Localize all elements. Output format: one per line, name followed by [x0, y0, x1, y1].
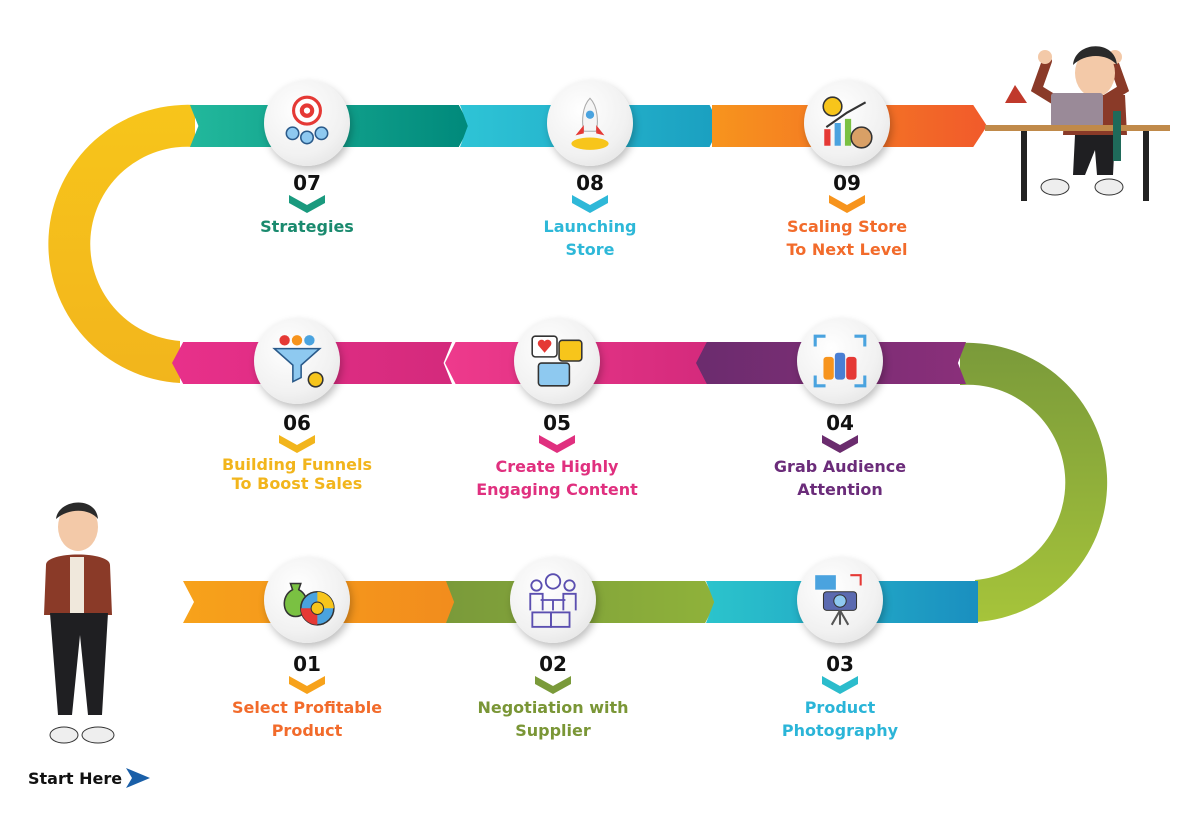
chevron-down-icon	[572, 195, 608, 213]
left-yellow-arc	[48, 104, 195, 383]
step-label-line1: Strategies	[260, 217, 354, 236]
chevron-down-icon	[539, 435, 575, 453]
step-label-line2: Engaging Content	[476, 480, 638, 499]
step-label-line1: Create Highly	[495, 457, 619, 476]
step-label-line2: Attention	[797, 480, 883, 499]
step-label-line2: To Boost Sales	[231, 474, 363, 493]
chevron-down-icon	[822, 676, 858, 694]
negotiation-table-icon	[510, 557, 596, 643]
chevron-down-icon	[822, 435, 858, 453]
camera-icon	[797, 557, 883, 643]
step-09: 09 Scaling Store To Next Level	[747, 171, 947, 261]
step-number: 08	[576, 171, 604, 195]
funnel-icon	[254, 318, 340, 404]
chevron-down-icon	[289, 195, 325, 213]
social-content-icon	[514, 318, 600, 404]
step-label-line1: Building Funnels	[221, 455, 373, 474]
money-bag-chart-icon	[264, 557, 350, 643]
thinking-character-illustration	[44, 502, 115, 744]
step-label-line2: Product	[271, 721, 343, 740]
step-label-line2: Store	[565, 240, 615, 259]
chevron-down-icon	[289, 676, 325, 694]
step-number: 06	[283, 411, 311, 435]
chevron-down-icon	[535, 676, 571, 694]
arrow-right-icon	[126, 768, 151, 788]
step-number: 09	[833, 171, 861, 195]
step-number: 03	[826, 652, 854, 676]
step-label-line2: To Next Level	[786, 240, 908, 259]
step-number: 02	[539, 652, 567, 676]
start-here-text: Start Here	[28, 768, 123, 788]
step-number: 07	[293, 171, 321, 195]
step-label-line1: Product	[804, 698, 876, 717]
step-label-line1: Grab Audience	[773, 457, 907, 476]
step-label-line1: Launching	[543, 217, 637, 236]
step-number: 05	[543, 411, 571, 435]
step-label-line2: Supplier	[515, 721, 591, 740]
step-label-line1: Scaling Store	[786, 217, 908, 236]
step-label-line1: Negotiation with	[477, 698, 629, 717]
step-number: 01	[293, 652, 321, 676]
step-number: 04	[826, 411, 854, 435]
chevron-down-icon	[829, 195, 865, 213]
step-label-line2: Photography	[781, 721, 899, 740]
audience-focus-icon	[797, 318, 883, 404]
celebrating-character-at-desk-illustration	[985, 46, 1170, 201]
growth-chart-icon	[804, 80, 890, 166]
start-here-label: Start Here	[28, 768, 151, 788]
step-07: 07 Strategies	[207, 171, 407, 238]
step-label-line1: Select Profitable	[231, 698, 383, 717]
right-green-arc	[960, 342, 1108, 622]
target-team-icon	[264, 80, 350, 166]
chevron-down-icon	[279, 435, 315, 453]
rocket-icon	[547, 80, 633, 166]
